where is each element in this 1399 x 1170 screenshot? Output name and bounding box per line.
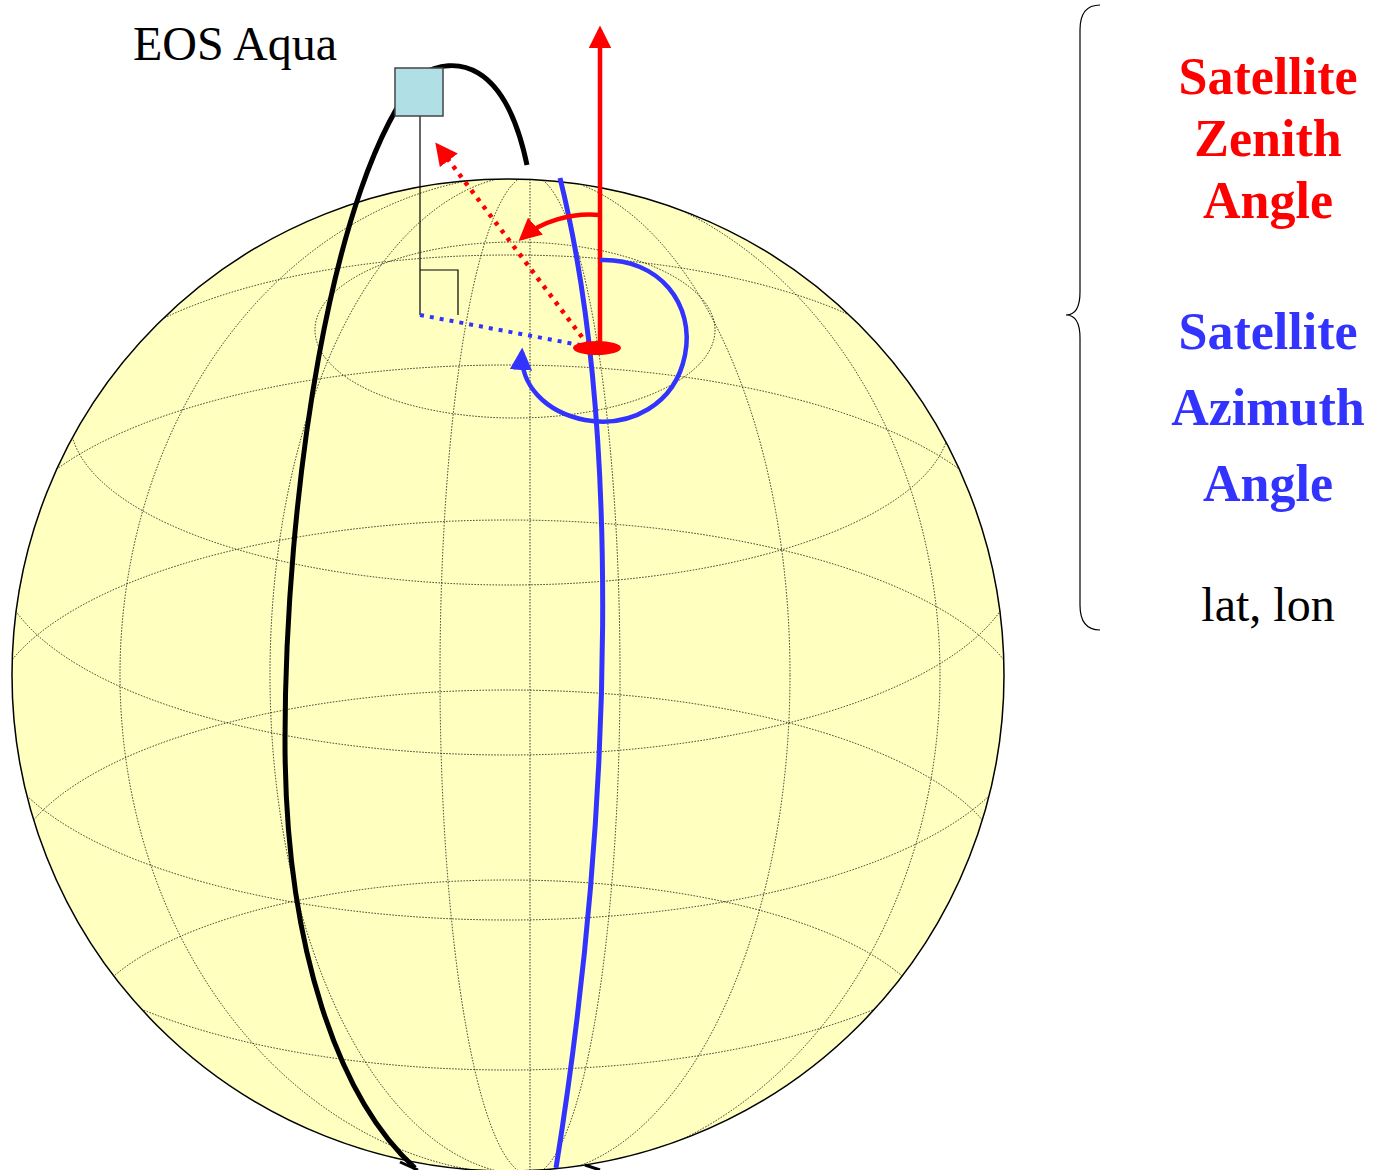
azimuth-projection bbox=[420, 315, 585, 346]
zenith-angle-label: Satellite Zenith Angle bbox=[1143, 46, 1393, 232]
nadir-line bbox=[419, 116, 420, 315]
view-vector bbox=[438, 146, 588, 345]
zenith-angle-arrow bbox=[522, 214, 600, 238]
satellite-orbit bbox=[285, 66, 527, 1168]
satellite-icon bbox=[395, 68, 443, 116]
azimuth-angle-arrow bbox=[522, 260, 687, 422]
meridians bbox=[120, 170, 940, 1170]
azimuth-angle-label: Satellite Azimuth Angle bbox=[1143, 294, 1393, 522]
graticule bbox=[0, 242, 1028, 1170]
right-angle-mark bbox=[420, 270, 458, 315]
zenith-vector bbox=[598, 30, 603, 345]
ground-point bbox=[573, 341, 621, 355]
satellite-name: EOS Aqua bbox=[70, 14, 400, 74]
earth-globe bbox=[12, 179, 1004, 1170]
brace bbox=[1066, 5, 1100, 630]
orbit-end bbox=[400, 1162, 600, 1170]
ground-track bbox=[556, 178, 603, 1168]
coordinates-label: lat, lon bbox=[1143, 575, 1393, 635]
